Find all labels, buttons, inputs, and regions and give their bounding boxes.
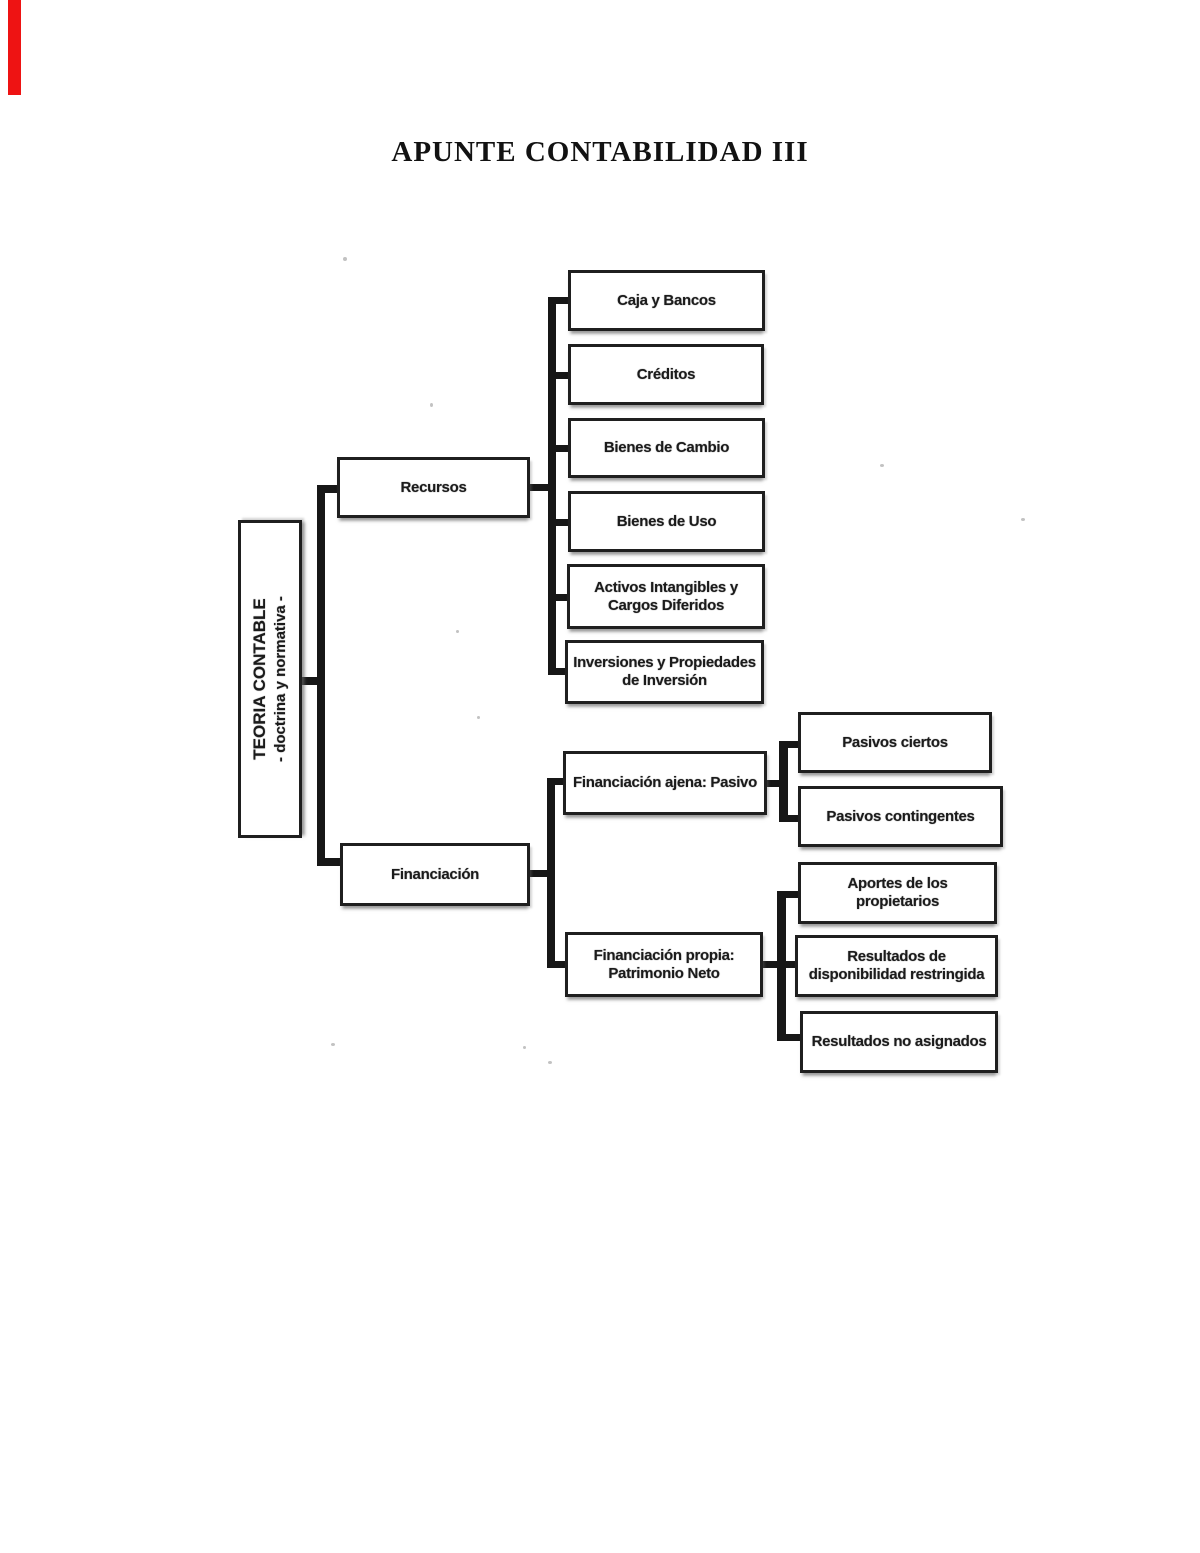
- connector-root-to-trunk: [301, 677, 319, 685]
- connector-propia-right: [763, 961, 781, 968]
- node-financiacion-ajena-pasivo: Financiación ajena: Pasivo: [563, 751, 767, 815]
- connector-financiacion-right: [530, 870, 553, 877]
- connector-trunk-to-financiacion: [317, 858, 340, 866]
- node-bienes-de-cambio: Bienes de Cambio: [568, 418, 765, 478]
- scan-speck: [1021, 518, 1025, 521]
- root-subtitle: - doctrina y normativa -: [272, 596, 290, 762]
- node-aportes-propietarios: Aportes de los propietarios: [798, 862, 997, 924]
- scan-speck: [331, 1043, 335, 1046]
- connector-creditos: [548, 372, 570, 379]
- connector-pasivos-ciertos: [779, 741, 798, 748]
- connector-bienes-cambio: [548, 445, 570, 452]
- node-caja-y-bancos: Caja y Bancos: [568, 270, 765, 331]
- scan-speck: [548, 1061, 552, 1064]
- node-activos-intangibles: Activos Intangibles y Cargos Diferidos: [567, 564, 765, 629]
- scan-speck: [523, 1046, 526, 1049]
- connector-bienes-uso: [548, 519, 570, 526]
- node-pasivos-ciertos: Pasivos ciertos: [798, 712, 992, 773]
- node-teoria-contable: TEORIA CONTABLE - doctrina y normativa -: [238, 520, 302, 838]
- connector-activos: [548, 594, 570, 601]
- scan-speck: [343, 257, 347, 261]
- node-inversiones-propiedades: Inversiones y Propiedades de Inversión: [565, 640, 764, 704]
- connector-ajena-in: [547, 778, 567, 785]
- scan-speck: [477, 716, 480, 719]
- connector-restringida: [777, 961, 795, 968]
- connector-inversiones: [548, 668, 570, 675]
- connector-propia-in: [547, 961, 569, 968]
- node-resultados-no-asignados: Resultados no asignados: [800, 1011, 998, 1073]
- recursos-bracket-vertical: [548, 297, 556, 675]
- connector-trunk-to-recursos: [317, 485, 340, 493]
- node-financiacion-propia-patrimonio: Financiación propia: Patrimonio Neto: [565, 932, 763, 997]
- connector-no-asignados: [777, 1034, 800, 1041]
- node-bienes-de-uso: Bienes de Uso: [568, 491, 765, 552]
- connector-caja: [548, 297, 570, 304]
- node-resultados-restringida: Resultados de disponibilidad restringida: [795, 935, 998, 997]
- page-title: APUNTE CONTABILIDAD III: [391, 136, 809, 168]
- scan-speck: [456, 630, 459, 633]
- root-title: TEORIA CONTABLE: [250, 598, 270, 760]
- connector-recursos-right: [530, 484, 553, 491]
- node-creditos: Créditos: [568, 344, 764, 405]
- financiacion-bracket-vertical: [547, 778, 555, 968]
- node-recursos: Recursos: [337, 457, 530, 518]
- scan-speck: [430, 403, 433, 407]
- connector-pasivos-contingentes: [779, 815, 798, 822]
- connector-aportes: [777, 891, 798, 898]
- connector-ajena-right: [767, 780, 783, 787]
- red-margin-bar: [8, 0, 21, 95]
- node-financiacion: Financiación: [340, 843, 530, 906]
- trunk-vertical: [317, 485, 325, 866]
- node-pasivos-contingentes: Pasivos contingentes: [798, 786, 1003, 847]
- pasivo-bracket-vertical: [779, 741, 788, 822]
- scan-speck: [880, 464, 884, 467]
